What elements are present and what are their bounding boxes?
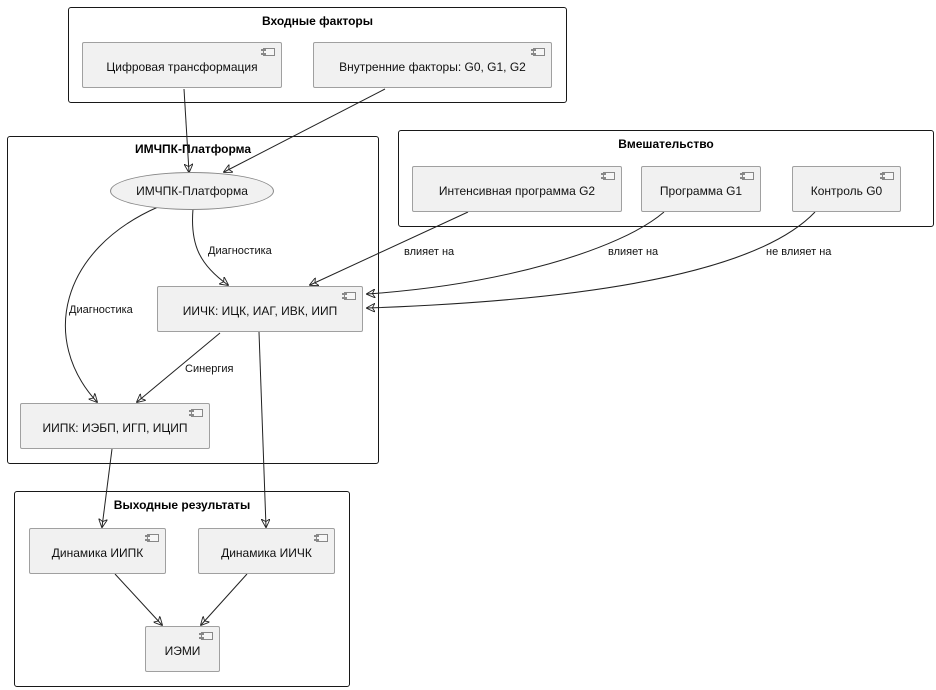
package-outputs-title: Выходные результаты bbox=[113, 498, 251, 512]
node-iemi[interactable]: ИЭМИ bbox=[145, 626, 220, 672]
node-program-g1[interactable]: Программа G1 bbox=[641, 166, 761, 212]
node-iichk-label: ИИЧК: ИЦК, ИАГ, ИВК, ИИП bbox=[182, 304, 338, 318]
node-program-g2[interactable]: Интенсивная программа G2 bbox=[412, 166, 622, 212]
package-inputs-title: Входные факторы bbox=[262, 14, 373, 28]
node-iipk-label: ИИПК: ИЭБП, ИГП, ИЦИП bbox=[42, 421, 188, 435]
node-digital-transformation-label: Цифровая трансформация bbox=[106, 60, 258, 74]
node-platform-usecase[interactable]: ИМЧПК-Платформа bbox=[110, 172, 274, 210]
edge-label-g2-iichk: влияет на bbox=[404, 246, 455, 258]
node-control-g0-label: Контроль G0 bbox=[810, 184, 883, 198]
node-iemi-label: ИЭМИ bbox=[164, 644, 201, 658]
component-icon bbox=[199, 632, 213, 640]
component-icon bbox=[261, 48, 275, 56]
edge-label-g1-iichk: влияет на bbox=[608, 246, 659, 258]
node-dynamics-iipk-label: Динамика ИИПК bbox=[51, 546, 144, 560]
node-dynamics-iichk-label: Динамика ИИЧК bbox=[221, 546, 312, 560]
node-dynamics-iipk[interactable]: Динамика ИИПК bbox=[29, 528, 166, 574]
node-internal-factors-label: Внутренние факторы: G0, G1, G2 bbox=[339, 60, 526, 74]
edge-label-iichk-iipk: Синергия bbox=[185, 363, 234, 375]
edge-label-g0-iichk: не влияет на bbox=[766, 246, 832, 258]
node-program-g1-label: Программа G1 bbox=[659, 184, 743, 198]
component-icon bbox=[189, 409, 203, 417]
component-icon bbox=[601, 172, 615, 180]
edge-label-platform-iipk: Диагностика bbox=[69, 304, 133, 316]
node-iipk[interactable]: ИИПК: ИЭБП, ИГП, ИЦИП bbox=[20, 403, 210, 449]
node-platform-usecase-label: ИМЧПК-Платформа bbox=[136, 184, 248, 198]
node-internal-factors[interactable]: Внутренние факторы: G0, G1, G2 bbox=[313, 42, 552, 88]
component-icon bbox=[342, 292, 356, 300]
package-intervention-title: Вмешательство bbox=[618, 137, 714, 151]
component-icon bbox=[880, 172, 894, 180]
node-control-g0[interactable]: Контроль G0 bbox=[792, 166, 901, 212]
component-icon bbox=[145, 534, 159, 542]
component-icon bbox=[740, 172, 754, 180]
component-icon bbox=[314, 534, 328, 542]
node-iichk[interactable]: ИИЧК: ИЦК, ИАГ, ИВК, ИИП bbox=[157, 286, 363, 332]
component-icon bbox=[531, 48, 545, 56]
node-digital-transformation[interactable]: Цифровая трансформация bbox=[82, 42, 282, 88]
node-dynamics-iichk[interactable]: Динамика ИИЧК bbox=[198, 528, 335, 574]
edge-label-platform-iichk: Диагностика bbox=[208, 245, 272, 257]
node-program-g2-label: Интенсивная программа G2 bbox=[438, 184, 596, 198]
package-platform-title: ИМЧПК-Платформа bbox=[134, 142, 252, 156]
